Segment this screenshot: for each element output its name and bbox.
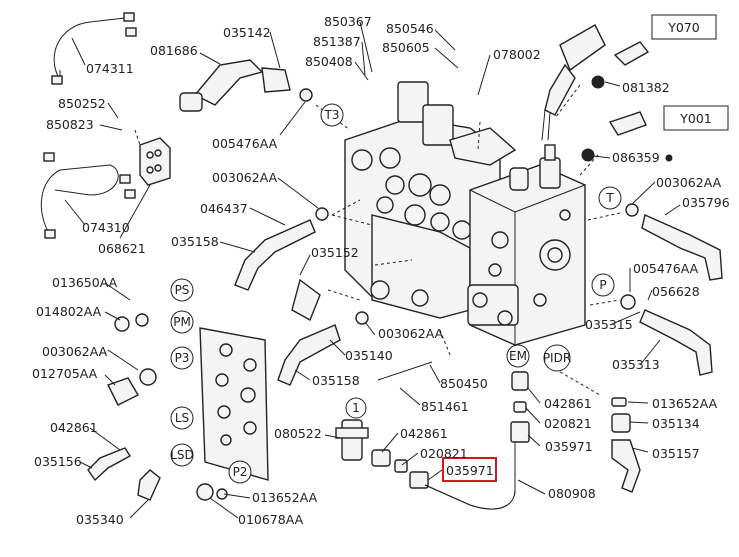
part-label: 035156 bbox=[34, 454, 82, 469]
port-marker-pm: PM bbox=[173, 315, 191, 329]
boxed-labels: Y070 Y001 bbox=[442, 14, 729, 482]
part-label: 003062AA bbox=[212, 170, 278, 185]
part-label: 012705AA bbox=[32, 366, 98, 381]
part-label: 005476AA bbox=[633, 261, 699, 276]
port-marker-pidr: PIDR bbox=[543, 351, 571, 365]
part-label: 042861 bbox=[544, 396, 592, 411]
highlight-box bbox=[442, 457, 497, 482]
port-marker-p: P bbox=[599, 278, 606, 292]
part-label: 850546 bbox=[386, 21, 434, 36]
part-label: 005476AA bbox=[212, 136, 278, 151]
part-label: 080522 bbox=[274, 426, 322, 441]
dashed-leaders bbox=[134, 84, 621, 396]
part-label: 035157 bbox=[652, 446, 700, 461]
label-y001: Y001 bbox=[679, 111, 712, 126]
part-label: 068621 bbox=[98, 241, 146, 256]
part-label: 035971 bbox=[545, 439, 593, 454]
part-label: 074311 bbox=[86, 61, 134, 76]
part-label: 080908 bbox=[548, 486, 596, 501]
port-markers: T3 T PS PM P3 LS LSD P2 P EM PIDR 1 bbox=[170, 103, 622, 484]
check-valve-tube-drawing bbox=[335, 361, 641, 510]
part-label: 035158 bbox=[312, 373, 360, 388]
part-label: 020821 bbox=[544, 416, 592, 431]
part-label: 850450 bbox=[440, 376, 488, 391]
joystick-drawing bbox=[541, 24, 673, 162]
part-label: 014802AA bbox=[36, 304, 102, 319]
part-label: 056628 bbox=[652, 284, 700, 299]
part-label: 851461 bbox=[421, 399, 469, 414]
top-hose-drawing bbox=[179, 59, 313, 112]
leader-lines bbox=[64, 21, 681, 519]
part-label: 035140 bbox=[345, 348, 393, 363]
port-marker-p2: P2 bbox=[233, 465, 248, 479]
part-label: 046437 bbox=[200, 201, 248, 216]
valve-block-drawing bbox=[344, 81, 586, 346]
part-label: 013650AA bbox=[52, 275, 118, 290]
part-label: 035158 bbox=[171, 234, 219, 249]
part-label: 850252 bbox=[58, 96, 106, 111]
part-label-highlighted: 035971 bbox=[446, 463, 494, 478]
part-label: 035796 bbox=[682, 195, 730, 210]
part-label: 042861 bbox=[400, 426, 448, 441]
part-label: 035134 bbox=[652, 416, 700, 431]
part-label: 035152 bbox=[311, 245, 359, 260]
port-marker-lsd: LSD bbox=[170, 448, 194, 462]
port-plate-drawing bbox=[87, 313, 269, 501]
part-label: 013652AA bbox=[652, 396, 718, 411]
part-label: 850408 bbox=[305, 54, 353, 69]
port-marker-ps: PS bbox=[175, 283, 190, 297]
part-label: 086359 bbox=[612, 150, 660, 165]
label-y070: Y070 bbox=[667, 20, 700, 35]
part-label: 035313 bbox=[612, 357, 660, 372]
port-marker-ls: LS bbox=[175, 411, 189, 425]
part-label: 074310 bbox=[82, 220, 130, 235]
part-label: 081382 bbox=[622, 80, 670, 95]
port-marker-1: 1 bbox=[352, 401, 360, 415]
left-hoses-drawing bbox=[234, 207, 369, 386]
part-label: 010678AA bbox=[238, 512, 304, 527]
part-label: 035142 bbox=[223, 25, 271, 40]
port-marker-t3: T3 bbox=[324, 108, 340, 122]
port-marker-t: T bbox=[605, 191, 614, 205]
part-label: 013652AA bbox=[252, 490, 318, 505]
part-label: 003062AA bbox=[656, 175, 722, 190]
port-marker-p3: P3 bbox=[175, 351, 190, 365]
part-label: 851387 bbox=[313, 34, 361, 49]
part-label: 003062AA bbox=[42, 344, 108, 359]
wire-harness-drawing bbox=[40, 12, 171, 239]
part-label: 081686 bbox=[150, 43, 198, 58]
part-label: 850823 bbox=[46, 117, 94, 132]
port-marker-em: EM bbox=[509, 349, 527, 363]
part-label: 035340 bbox=[76, 512, 124, 527]
part-label: 850367 bbox=[324, 14, 372, 29]
part-labels: 850367 850546 851387 850605 850408 07800… bbox=[32, 14, 730, 527]
part-label: 078002 bbox=[493, 47, 541, 62]
part-label: 020821 bbox=[420, 446, 468, 461]
part-label: 035315 bbox=[585, 317, 633, 332]
part-label: 003062AA bbox=[378, 326, 444, 341]
right-hoses-drawing bbox=[620, 203, 723, 376]
part-label: 850605 bbox=[382, 40, 430, 55]
part-label: 042861 bbox=[50, 420, 98, 435]
